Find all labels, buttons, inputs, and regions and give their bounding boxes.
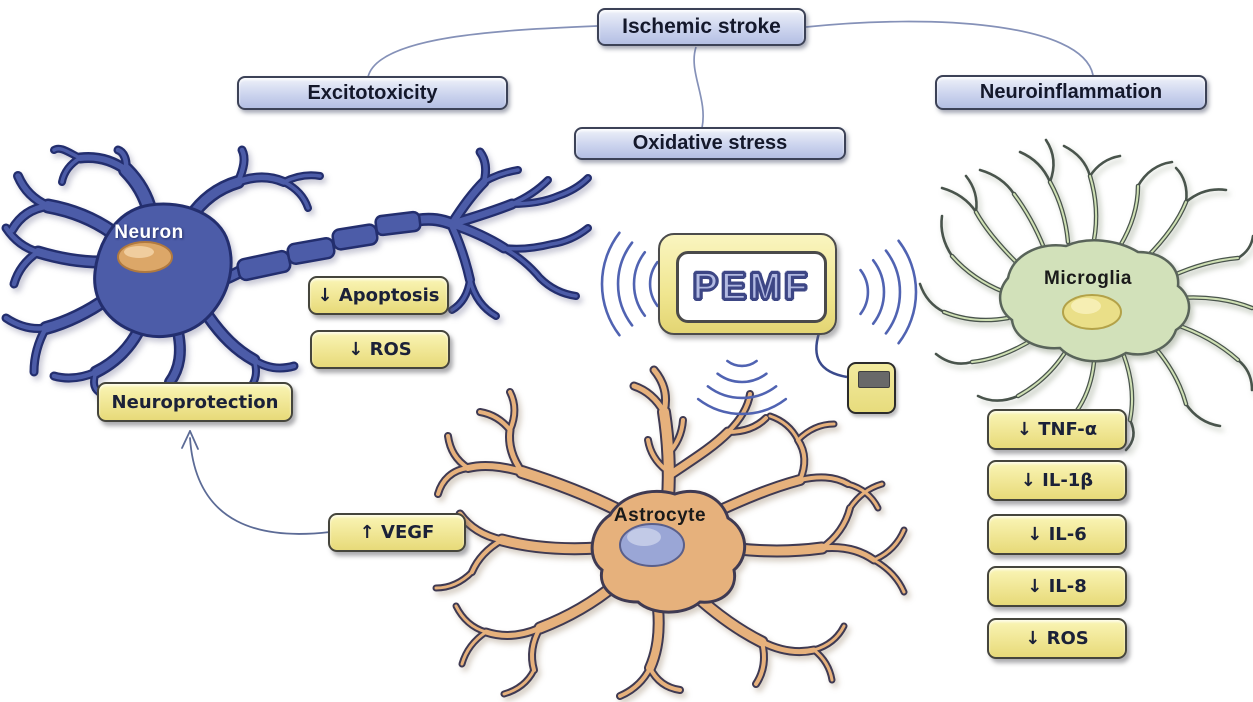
- ros-neuron-label: ↓ ROS: [348, 339, 412, 360]
- axon-myelin-segments: [236, 210, 422, 282]
- connector-ischemic-neuroinflammation: [805, 20, 1094, 76]
- signal-waves-bottom: [696, 359, 788, 416]
- box-il-8: ↓ IL-8: [987, 566, 1127, 607]
- device-wire: [815, 332, 848, 379]
- box-vegf: ↑ VEGF: [328, 513, 466, 552]
- ischemic-stroke-label: Ischemic stroke: [622, 15, 781, 38]
- connector-ischemic-excitotoxicity: [367, 25, 598, 78]
- neuron-label: Neuron: [114, 222, 184, 243]
- microglia-process-tips: [918, 138, 1253, 452]
- box-tnf-alpha: ↓ TNF-α: [987, 409, 1127, 450]
- microglia-nucleus-highlight: [1071, 298, 1101, 314]
- pemf-label: PEMF: [691, 264, 811, 309]
- il-8-label: ↓ IL-8: [1027, 576, 1087, 597]
- neuroinflammation-label: Neuroinflammation: [979, 81, 1163, 103]
- stimulator-display: [858, 371, 890, 388]
- condition-connector-lines: [367, 20, 1094, 129]
- microglia-cell-drawing: [918, 138, 1253, 452]
- pemf-device: PEMF: [658, 233, 837, 335]
- apoptosis-label: ↓ Apoptosis: [317, 285, 440, 306]
- signal-waves-right: [859, 239, 918, 345]
- box-neuroprotection: Neuroprotection: [97, 382, 293, 422]
- il-1beta-label: ↓ IL-1β: [1020, 470, 1094, 491]
- box-il-6: ↓ IL-6: [987, 514, 1127, 555]
- vegf-label: ↑ VEGF: [359, 522, 435, 543]
- neuron-nucleus-highlight: [124, 246, 154, 258]
- oxidative-stress-label: Oxidative stress: [632, 132, 788, 154]
- box-ros-neuron: ↓ ROS: [310, 330, 450, 369]
- box-ischemic-stroke: Ischemic stroke: [597, 8, 806, 46]
- microglia-label: Microglia: [1044, 268, 1132, 289]
- astrocyte-label: Astrocyte: [613, 505, 707, 526]
- astrocyte-nucleus-highlight: [627, 528, 661, 546]
- box-ros-microglia: ↓ ROS: [987, 618, 1127, 659]
- excitotoxicity-label: Excitotoxicity: [307, 81, 438, 104]
- tnf-alpha-label: ↓ TNF-α: [1016, 419, 1098, 440]
- ros-microglia-label: ↓ ROS: [1025, 628, 1089, 649]
- box-apoptosis: ↓ Apoptosis: [308, 276, 449, 315]
- connector-ischemic-oxidative: [693, 46, 704, 129]
- vegf-neuroprotection-arrow: [181, 430, 331, 535]
- neuron-soma: [93, 202, 233, 339]
- box-oxidative-stress: Oxidative stress: [574, 127, 846, 160]
- signal-waves-left: [600, 231, 659, 337]
- stimulator-unit: [847, 362, 896, 414]
- box-neuroinflammation: Neuroinflammation: [935, 75, 1207, 110]
- il-6-label: ↓ IL-6: [1027, 524, 1087, 545]
- box-il-1beta: ↓ IL-1β: [987, 460, 1127, 501]
- pemf-signal-waves: [600, 231, 918, 416]
- neuron-cell-drawing: [6, 149, 588, 394]
- pemf-device-screen: PEMF: [676, 251, 827, 323]
- box-excitotoxicity: Excitotoxicity: [237, 76, 508, 110]
- neuroprotection-label: Neuroprotection: [111, 391, 279, 413]
- astrocyte-cell-drawing: [436, 370, 904, 696]
